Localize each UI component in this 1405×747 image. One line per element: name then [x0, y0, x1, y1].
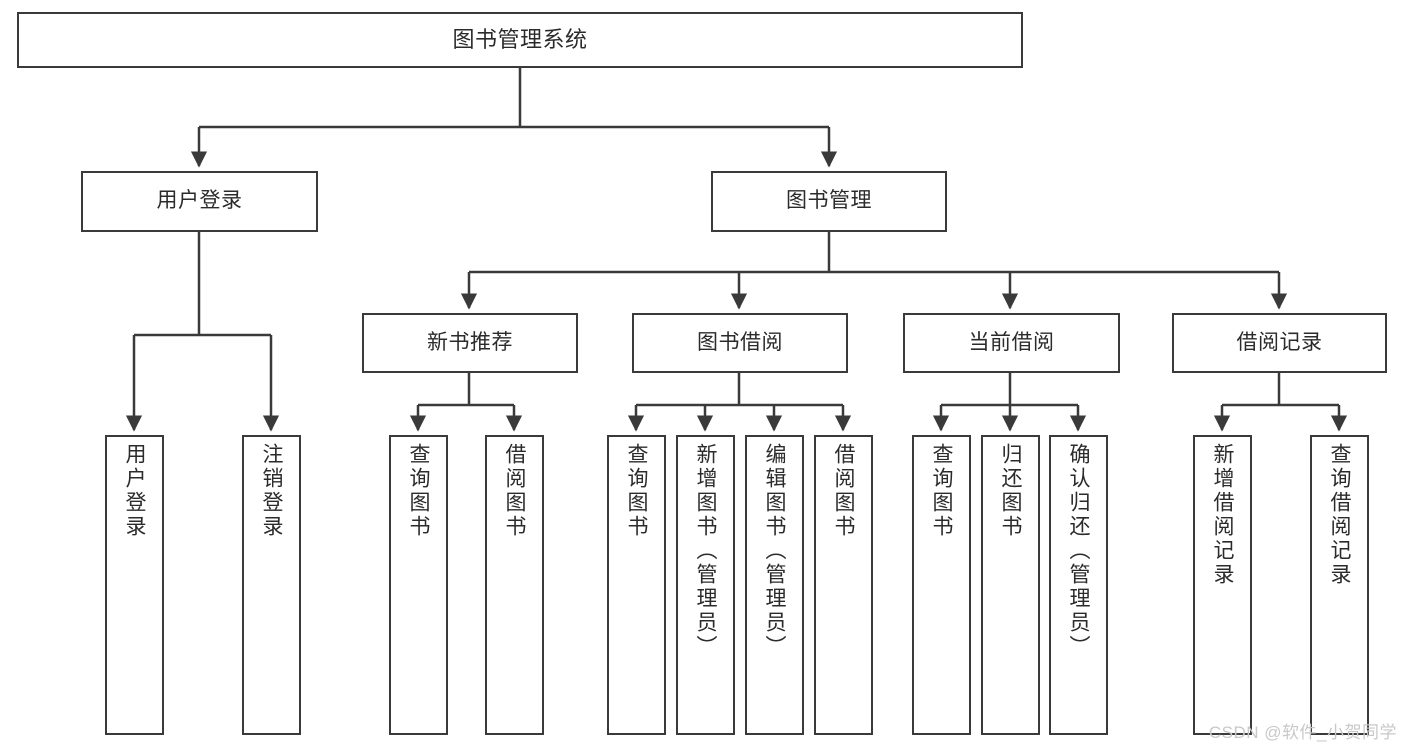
node-label: 确认归还（管理员） — [1067, 443, 1090, 659]
node-leaf-edit-book-admin[interactable]: 编辑图书（管理员） — [745, 435, 804, 735]
watermark-text: CSDN @软件_小贺同学 — [1208, 723, 1397, 742]
node-leaf-user-login[interactable]: 用户登录 — [105, 435, 164, 735]
node-label: 图书管理 — [786, 189, 872, 213]
node-root-book-management-system[interactable]: 图书管理系统 — [17, 12, 1023, 68]
node-label: 图书借阅 — [697, 330, 783, 354]
node-label: 借阅图书 — [832, 443, 855, 539]
node-leaf-add-borrow-record[interactable]: 新增借阅记录 — [1193, 435, 1252, 735]
node-leaf-confirm-return-admin[interactable]: 确认归还（管理员） — [1049, 435, 1108, 735]
node-label: 新增借阅记录 — [1211, 443, 1234, 587]
node-leaf-query-book-borrow[interactable]: 查询图书 — [607, 435, 666, 735]
node-label: 归还图书 — [999, 443, 1022, 539]
node-leaf-return-book[interactable]: 归还图书 — [981, 435, 1040, 735]
node-label: 查询图书 — [407, 443, 430, 539]
node-label: 查询借阅记录 — [1328, 443, 1351, 587]
node-label: 新增图书（管理员） — [694, 443, 717, 659]
node-leaf-query-borrow-record[interactable]: 查询借阅记录 — [1310, 435, 1369, 735]
node-label: 编辑图书（管理员） — [763, 443, 786, 659]
node-label: 用户登录 — [156, 189, 243, 213]
node-label: 图书管理系统 — [452, 27, 588, 53]
node-book-borrowing[interactable]: 图书借阅 — [632, 313, 848, 373]
node-leaf-query-book-current[interactable]: 查询图书 — [912, 435, 971, 735]
node-label: 注销登录 — [260, 443, 283, 539]
node-leaf-query-book-recommend[interactable]: 查询图书 — [389, 435, 448, 735]
node-label: 借阅图书 — [503, 443, 526, 539]
node-label: 查询图书 — [930, 443, 953, 539]
node-leaf-add-book-admin[interactable]: 新增图书（管理员） — [676, 435, 735, 735]
node-book-management[interactable]: 图书管理 — [711, 171, 947, 232]
node-leaf-borrow-book[interactable]: 借阅图书 — [814, 435, 873, 735]
node-leaf-borrow-book-recommend[interactable]: 借阅图书 — [485, 435, 544, 735]
node-current-borrowing[interactable]: 当前借阅 — [903, 313, 1120, 373]
node-label: 借阅记录 — [1236, 330, 1323, 354]
node-label: 当前借阅 — [968, 330, 1055, 354]
node-label: 查询图书 — [625, 443, 648, 539]
node-label: 用户登录 — [123, 443, 146, 539]
node-user-login[interactable]: 用户登录 — [81, 171, 318, 232]
node-leaf-logout[interactable]: 注销登录 — [242, 435, 301, 735]
node-new-book-recommendation[interactable]: 新书推荐 — [362, 313, 578, 373]
node-label: 新书推荐 — [427, 330, 513, 354]
node-borrowing-record[interactable]: 借阅记录 — [1172, 313, 1387, 373]
